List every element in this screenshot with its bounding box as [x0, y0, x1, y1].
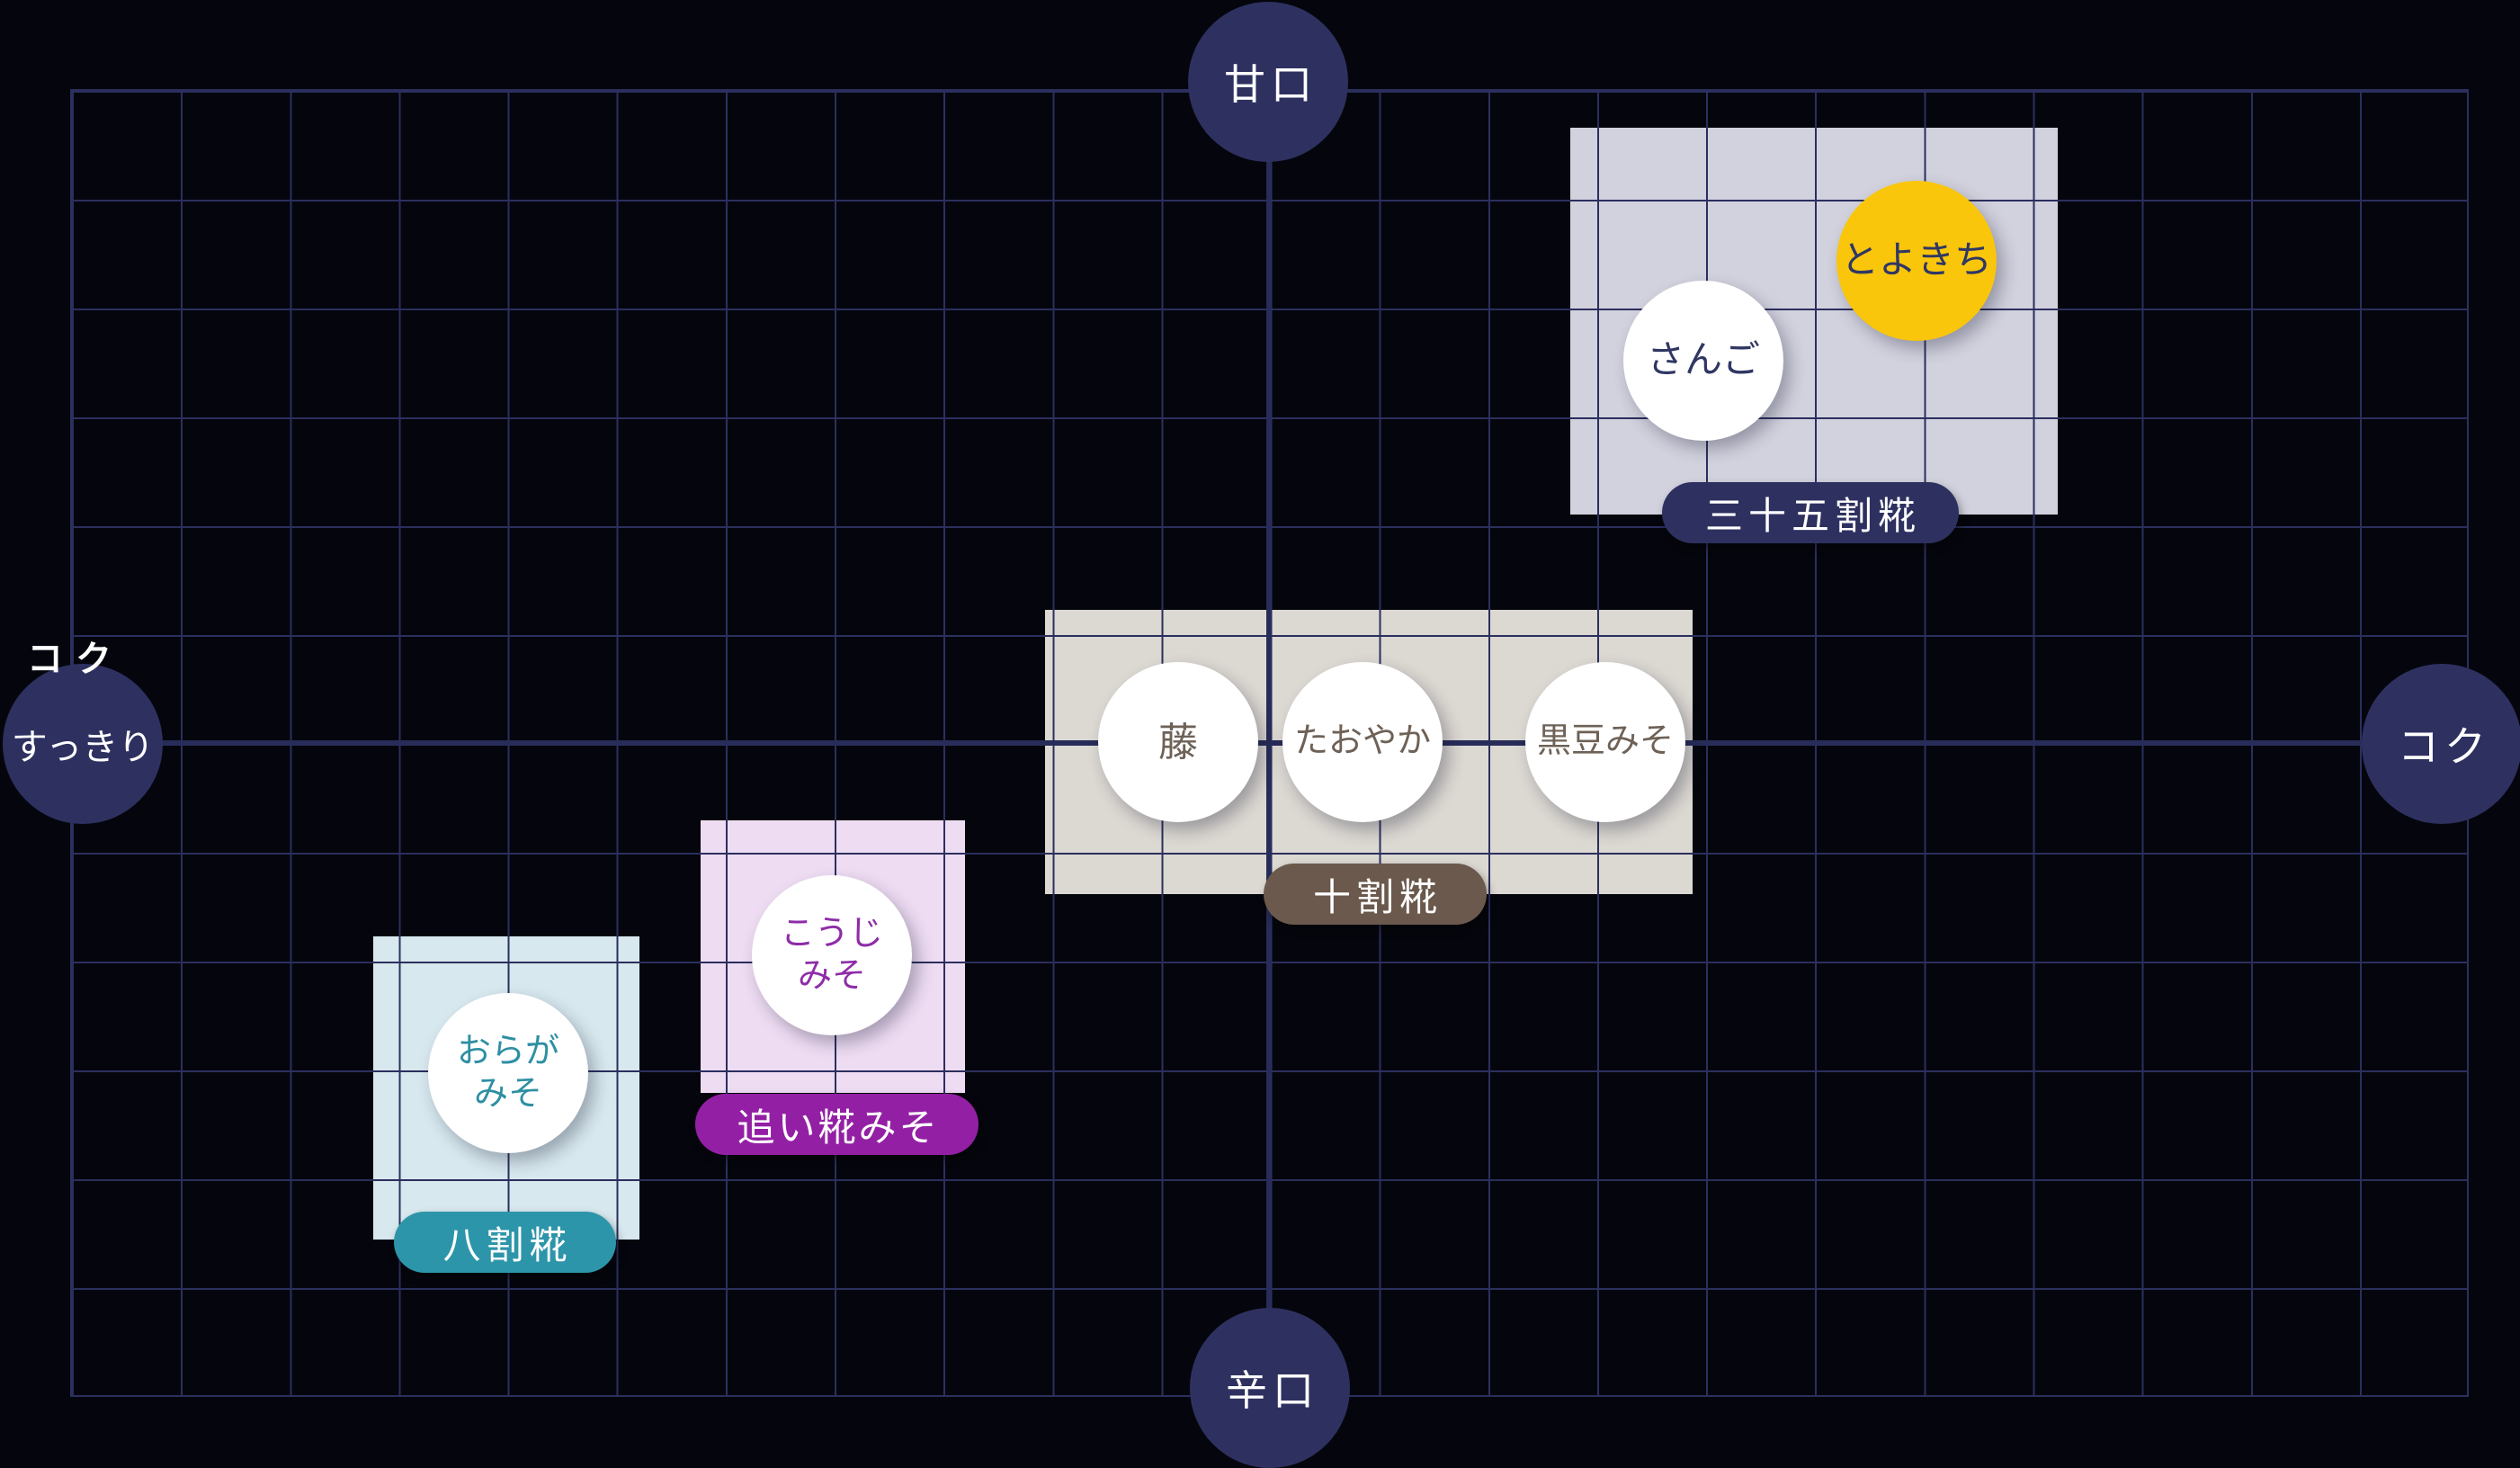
product-label: とよきち [1840, 239, 1992, 282]
vertical-axis-line [1266, 82, 1271, 1388]
product-circle-kouji-miso: こうじ みそ [752, 875, 912, 1035]
axis-circle-karakuchi: 辛口 [1190, 1308, 1350, 1468]
axis-label-bottom: 辛口 [1226, 1368, 1319, 1414]
product-label: たおやか [1293, 722, 1431, 761]
axis-label-right: コク [2398, 724, 2491, 770]
product-label: 黒豆みそ [1536, 722, 1674, 761]
group-pill-hachi-wari-koji: 八割糀 [394, 1212, 616, 1273]
group-pill-oi-koji-miso: 追い糀みそ [695, 1094, 979, 1155]
group-pill-sanjugo-wari-koji: 三十五割糀 [1662, 482, 1959, 543]
group-pill-label: 追い糀みそ [737, 1107, 940, 1150]
product-label: さんご [1646, 339, 1760, 381]
product-circle-kuromame-miso: 黒豆みそ [1525, 662, 1685, 822]
group-pill-juu-wari-koji: 十割糀 [1264, 864, 1487, 925]
product-label: 藤 [1158, 720, 1198, 765]
axis-label-top: 甘口 [1224, 62, 1318, 108]
product-circle-fuji: 藤 [1098, 662, 1258, 822]
axis-circle-koku: コク [2362, 664, 2520, 824]
axis-label-left: すっきり [11, 727, 155, 767]
product-circle-taoyaka: たおやか [1282, 662, 1443, 822]
product-label: こうじ みそ [780, 914, 883, 996]
axis-circle-amakuchi: 甘口 [1188, 2, 1348, 162]
product-circle-sango: さんご [1623, 281, 1783, 441]
left-corner-koku-label: コク [27, 640, 124, 679]
group-pill-label: 十割糀 [1312, 877, 1443, 919]
group-pill-label: 三十五割糀 [1704, 496, 1921, 538]
axis-circle-sukkiri: すっきり [3, 664, 163, 824]
horizontal-axis-line [83, 740, 2442, 745]
group-pill-label: 八割糀 [442, 1225, 573, 1267]
product-circle-oraga-miso: おらが みそ [428, 993, 588, 1153]
product-circle-toyokichi: とよきち [1836, 181, 1997, 341]
product-label: おらが みそ [456, 1032, 559, 1114]
